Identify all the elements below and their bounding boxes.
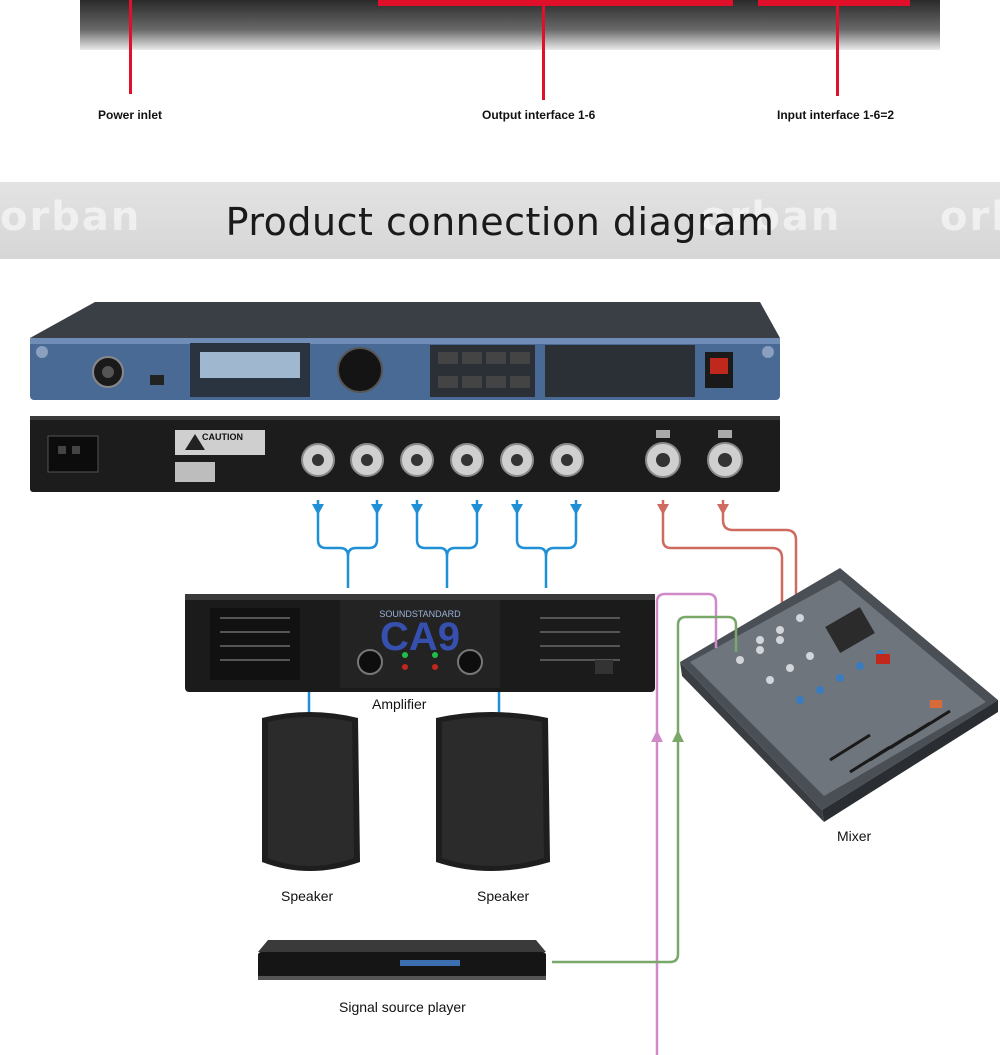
- input-interface-pointer: [836, 0, 839, 96]
- rear-panel-top-fragment: [80, 0, 940, 50]
- input-interface-label: Input interface 1-6=2: [777, 108, 895, 122]
- watermark-right: orban: [940, 194, 1000, 240]
- watermark-left: orban: [0, 194, 142, 240]
- processor-rear-panel: [30, 416, 780, 492]
- red-cables: [661, 500, 798, 606]
- speaker-cables: [307, 692, 501, 712]
- processor-front-panel: [30, 302, 780, 400]
- amplifier-unit: [185, 594, 655, 692]
- amplifier-label: Amplifier: [372, 696, 427, 712]
- amp-model-text: CA9: [380, 615, 460, 659]
- output-highlight-box: [378, 0, 733, 6]
- red-arrowheads: [657, 504, 729, 515]
- speaker-left-label: Speaker: [281, 888, 334, 904]
- amp-brand-text: SOUNDSTANDARD: [379, 609, 461, 619]
- speaker-left: [262, 712, 360, 871]
- power-inlet-label: Power inlet: [98, 108, 163, 122]
- green-arrowhead: [672, 730, 684, 742]
- output-interface-pointer: [542, 0, 545, 100]
- mixer-unit: [680, 568, 998, 822]
- power-inlet-pointer: [129, 0, 132, 94]
- signal-source-label: Signal source player: [339, 999, 466, 1015]
- page-title: Product connection diagram: [225, 200, 775, 244]
- speaker-right: [436, 712, 550, 871]
- output-interface-label: Output interface 1-6: [482, 108, 596, 122]
- watermark-center: orban: [700, 194, 842, 240]
- blue-arrowheads: [312, 504, 582, 515]
- magenta-arrowhead: [651, 730, 663, 742]
- signal-source-player: [258, 940, 546, 980]
- speaker-right-label: Speaker: [477, 888, 530, 904]
- mixer-label: Mixer: [837, 828, 872, 844]
- source-cables: [552, 592, 738, 1055]
- blue-cables: [316, 500, 578, 588]
- caution-label: CAUTION: [202, 432, 243, 442]
- input-highlight-box: [758, 0, 910, 6]
- section-banner: orban orban orban Product connection dia…: [0, 182, 1000, 259]
